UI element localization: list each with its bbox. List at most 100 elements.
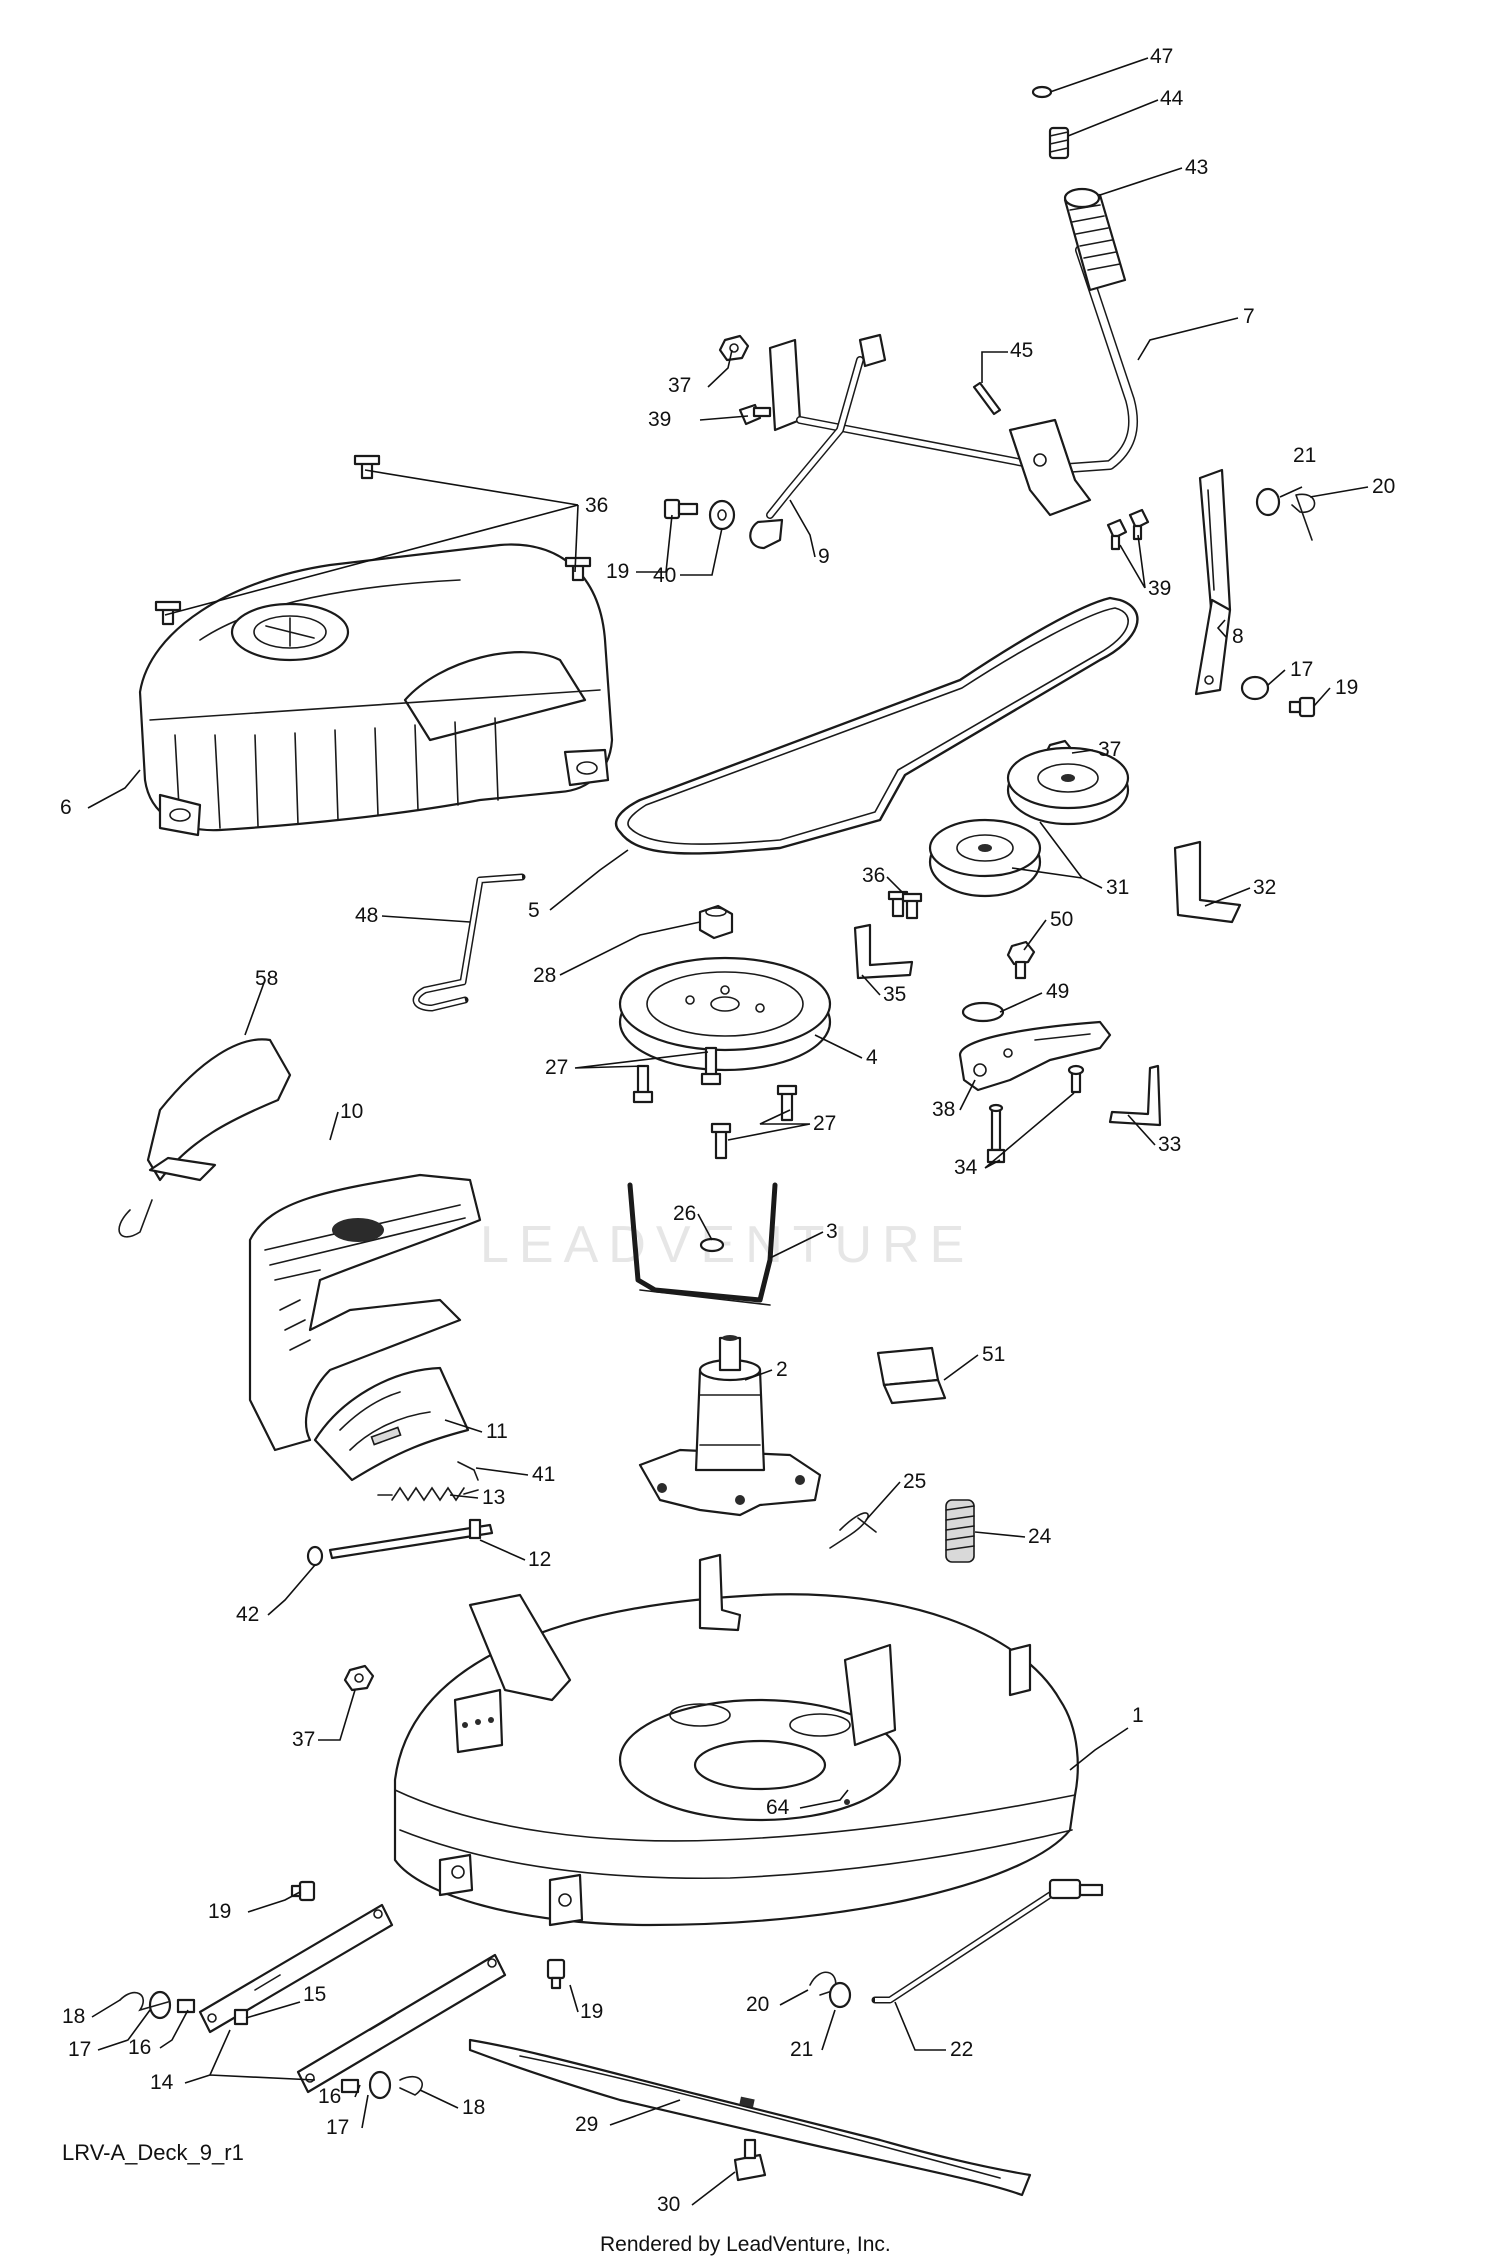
part-31-idler-pulley — [928, 746, 1130, 898]
part-45-pin — [972, 381, 1002, 416]
part-36-bolt — [154, 454, 592, 626]
callout-21b: 21 — [790, 2038, 813, 2061]
part-13-spring — [377, 1486, 479, 1502]
part-48-rod-inner — [414, 875, 523, 1011]
rendered-by-credit: Rendered by LeadVenture, Inc. — [600, 2233, 891, 2256]
part-5-belt — [614, 596, 1139, 855]
part-2-spindle-housing — [638, 1335, 822, 1517]
callout-49: 49 — [1046, 980, 1069, 1003]
part-40-washer — [708, 499, 736, 531]
callout-21: 21 — [1293, 444, 1316, 467]
part-29-blade — [468, 2038, 1032, 2197]
callout-36b: 36 — [862, 864, 885, 887]
callout-47: 47 — [1150, 45, 1173, 68]
part-11-chute-door — [313, 1366, 470, 1482]
callout-4: 4 — [866, 1046, 878, 1069]
part-25-hairpin — [829, 1512, 877, 1549]
callout-16b: 16 — [318, 2085, 341, 2108]
callout-34: 34 — [954, 1156, 978, 1179]
part-24-spring — [945, 1499, 975, 1563]
callout-17: 17 — [1290, 658, 1313, 681]
callout-1: 1 — [1132, 1704, 1144, 1727]
callout-6: 6 — [60, 796, 72, 819]
callout-19b: 19 — [1335, 676, 1358, 699]
callout-15: 15 — [303, 1983, 326, 2006]
part-18-hairpin — [119, 1991, 423, 2096]
callout-9: 9 — [818, 545, 830, 568]
leader-lines — [87, 57, 1369, 2206]
callout-29: 29 — [575, 2113, 598, 2136]
callout-27b: 27 — [813, 1112, 836, 1135]
part-34-bolt — [986, 1064, 1085, 1164]
part-36-bolt — [887, 890, 923, 920]
callout-16: 16 — [128, 2036, 151, 2059]
part-7-lift-handle — [1035, 187, 1139, 475]
callout-50: 50 — [1050, 908, 1073, 931]
part-17-washer — [1240, 675, 1270, 701]
callout-30: 30 — [657, 2193, 680, 2216]
callout-37b: 37 — [1098, 738, 1121, 761]
callout-18b: 18 — [462, 2096, 485, 2119]
part-10-discharge-chute — [248, 1173, 482, 1452]
callout-32: 32 — [1253, 876, 1276, 899]
callout-27: 27 — [545, 1056, 568, 1079]
callout-14: 14 — [150, 2071, 174, 2094]
callout-43: 43 — [1185, 156, 1208, 179]
callout-37c: 37 — [292, 1728, 315, 1751]
callout-37: 37 — [668, 374, 691, 397]
callout-48: 48 — [355, 904, 378, 927]
callout-5: 5 — [528, 899, 540, 922]
callout-labels: 47 44 43 7 45 37 39 9 36 19 40 21 20 8 3… — [60, 45, 1395, 2216]
part-47-cap — [1031, 85, 1053, 99]
part-5-belt-inner — [627, 607, 1129, 845]
part-14-deck-link — [198, 1903, 507, 2094]
callout-19c: 19 — [208, 1900, 231, 1923]
part-35-bracket — [853, 923, 914, 980]
part-15-bolt — [233, 2008, 249, 2026]
part-21-washer — [1255, 487, 1281, 517]
callout-26: 26 — [673, 1202, 696, 1225]
diagram-id-label: LRV-A_Deck_9_r1 — [62, 2140, 244, 2165]
part-16-bolt — [176, 1998, 360, 2094]
callout-13: 13 — [482, 1486, 505, 1509]
callout-64: 64 — [766, 1796, 790, 1819]
part-49-washer — [961, 1001, 1005, 1023]
callout-51: 51 — [982, 1343, 1005, 1366]
callout-12: 12 — [528, 1548, 551, 1571]
part-58-mulch-plate — [118, 1038, 292, 1238]
part-21-washer — [828, 1981, 852, 2009]
callout-38: 38 — [932, 1098, 955, 1121]
callout-22: 22 — [950, 2038, 973, 2061]
callout-41: 41 — [532, 1463, 555, 1486]
part-3-belt-guard — [627, 1182, 778, 1306]
part-42-push-nut — [306, 1545, 324, 1567]
watermark: LEADVENTURE — [480, 1216, 974, 1274]
part-1-mower-deck — [393, 1553, 1079, 1927]
part-4-spindle-pulley — [618, 956, 832, 1072]
part-30-blade-bolt — [733, 2138, 767, 2182]
callout-28: 28 — [533, 964, 556, 987]
part-8-lift-link — [1194, 468, 1232, 696]
callout-45: 45 — [1010, 339, 1033, 362]
part-50-bolt — [1006, 940, 1036, 980]
callout-11: 11 — [486, 1420, 508, 1443]
callout-17c: 17 — [326, 2116, 349, 2139]
part-33-bracket — [1108, 1064, 1162, 1127]
part-6-belt-cover — [138, 543, 614, 837]
callout-8: 8 — [1232, 625, 1244, 648]
callout-58: 58 — [255, 967, 278, 990]
callout-3: 3 — [826, 1220, 838, 1243]
callout-24: 24 — [1028, 1525, 1052, 1548]
part-26-nut — [699, 1237, 725, 1253]
callout-31: 31 — [1106, 876, 1129, 899]
part-12-hinge-rod — [328, 1518, 494, 1560]
part-38-idler-arm — [958, 1020, 1112, 1092]
callout-35: 35 — [883, 983, 906, 1006]
callout-39: 39 — [648, 408, 671, 431]
callout-36: 36 — [585, 494, 608, 517]
part-39-bolt — [738, 403, 1150, 551]
callout-2: 2 — [776, 1358, 788, 1381]
callout-17b: 17 — [68, 2038, 91, 2061]
callout-40: 40 — [653, 564, 676, 587]
